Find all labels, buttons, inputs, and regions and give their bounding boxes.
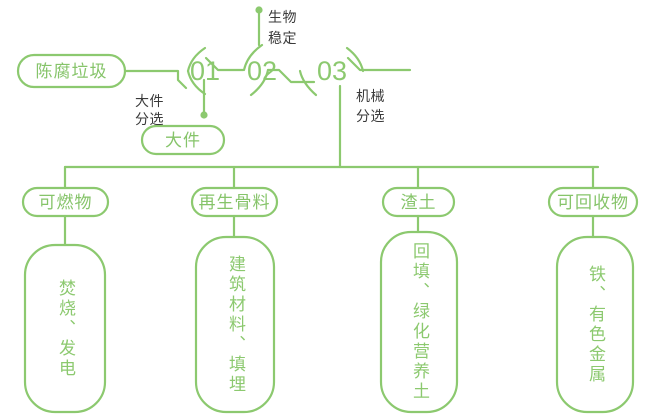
bio-connector-dot [255, 6, 263, 14]
branch-pill-slag-soil [381, 186, 456, 218]
stage03-arc-upper [345, 46, 365, 73]
stage02-arc-lower [249, 68, 270, 97]
connector-stage03-tail [346, 56, 412, 72]
outcome-box-recycled-aggregate [194, 235, 276, 414]
outcome-box-slag-soil [379, 230, 459, 414]
bulky-connector-dot [200, 111, 208, 119]
branch-pill-recyclable [547, 186, 639, 218]
source-node-pill-outline [16, 53, 127, 89]
bulky-output-pill-outline [140, 124, 226, 156]
connector-stage01-to-stage02 [204, 56, 245, 72]
connector-source-to-stage01 [123, 69, 188, 90]
stage01-arc-upper [186, 46, 207, 73]
connector-stage02-to-stage03 [266, 68, 316, 84]
outcome-box-recyclable [555, 235, 635, 414]
stage01-arc-lower [186, 69, 207, 96]
branch-pill-recycled-aggregate [190, 186, 279, 218]
stage02-arc-upper [242, 43, 264, 72]
branch-pill-combustible [21, 186, 110, 218]
outcome-box-combustible [23, 243, 107, 414]
stage03-arc-lower [298, 69, 318, 97]
